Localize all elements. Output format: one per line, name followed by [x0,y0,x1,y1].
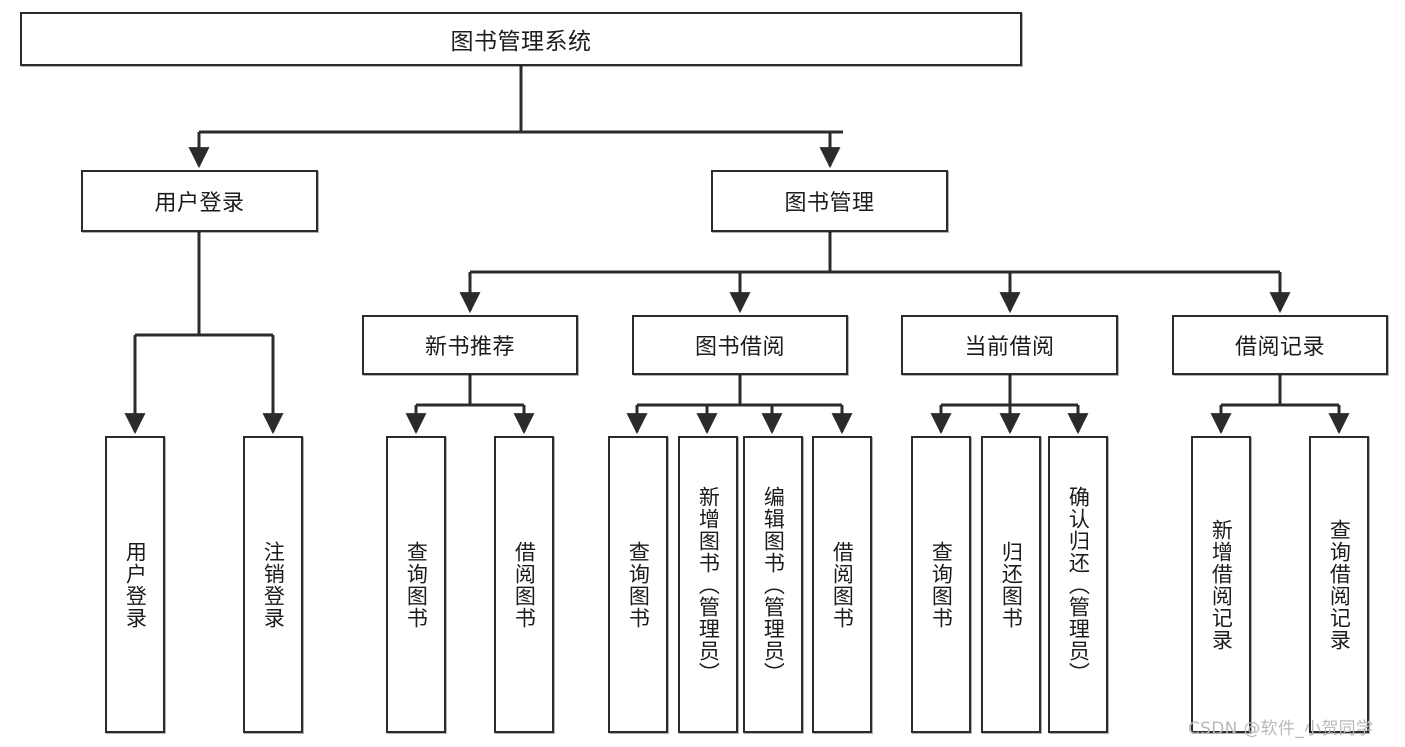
node-book-borrow[interactable]: 图书借阅 [632,315,848,375]
node-label: 确认归还（管理员） [1066,485,1091,684]
node-leaf-confirm-return-admin[interactable]: 确认归还（管理员） [1048,436,1108,733]
node-leaf-return-book[interactable]: 归还图书 [981,436,1041,733]
node-label: 用户登录 [154,191,245,216]
node-borrow-record[interactable]: 借阅记录 [1172,315,1388,375]
node-current-borrow[interactable]: 当前借阅 [901,315,1118,375]
node-label: 图书借阅 [694,335,785,360]
node-label: 查询借阅记录 [1327,518,1352,651]
node-leaf-edit-book-admin[interactable]: 编辑图书（管理员） [743,436,803,733]
node-leaf-query-book-recommend[interactable]: 查询图书 [386,436,446,733]
node-leaf-add-book-admin[interactable]: 新增图书（管理员） [678,436,738,733]
watermark-text: CSDN @软件_小贺同学 [1188,719,1374,739]
node-label: 图书管理系统 [450,29,592,55]
node-label: 新增借阅记录 [1209,518,1234,651]
node-label: 当前借阅 [964,335,1055,360]
node-user-login[interactable]: 用户登录 [81,170,318,232]
node-label: 查询图书 [626,540,651,629]
node-label: 编辑图书（管理员） [761,485,786,684]
node-label: 新书推荐 [424,335,515,360]
node-leaf-query-borrow-record[interactable]: 查询借阅记录 [1309,436,1369,733]
node-leaf-logout[interactable]: 注销登录 [243,436,303,733]
node-leaf-query-book-borrow[interactable]: 查询图书 [608,436,668,733]
node-root-book-management-system[interactable]: 图书管理系统 [20,12,1022,66]
node-label: 借阅图书 [512,540,537,629]
node-label: 归还图书 [999,540,1024,629]
node-label: 借阅记录 [1234,335,1325,360]
node-label: 借阅图书 [830,540,855,629]
node-label: 查询图书 [404,540,429,629]
node-leaf-query-book-current[interactable]: 查询图书 [911,436,971,733]
node-label: 图书管理 [784,191,875,216]
node-leaf-user-login[interactable]: 用户登录 [105,436,165,733]
node-label: 注销登录 [261,540,286,629]
node-label: 新增图书（管理员） [696,485,721,684]
node-leaf-add-borrow-record[interactable]: 新增借阅记录 [1191,436,1251,733]
node-leaf-borrow-book-recommend[interactable]: 借阅图书 [494,436,554,733]
node-leaf-borrow-book[interactable]: 借阅图书 [812,436,872,733]
node-new-book-recommend[interactable]: 新书推荐 [362,315,578,375]
node-label: 查询图书 [929,540,954,629]
node-book-management[interactable]: 图书管理 [711,170,948,232]
node-label: 用户登录 [123,540,148,629]
